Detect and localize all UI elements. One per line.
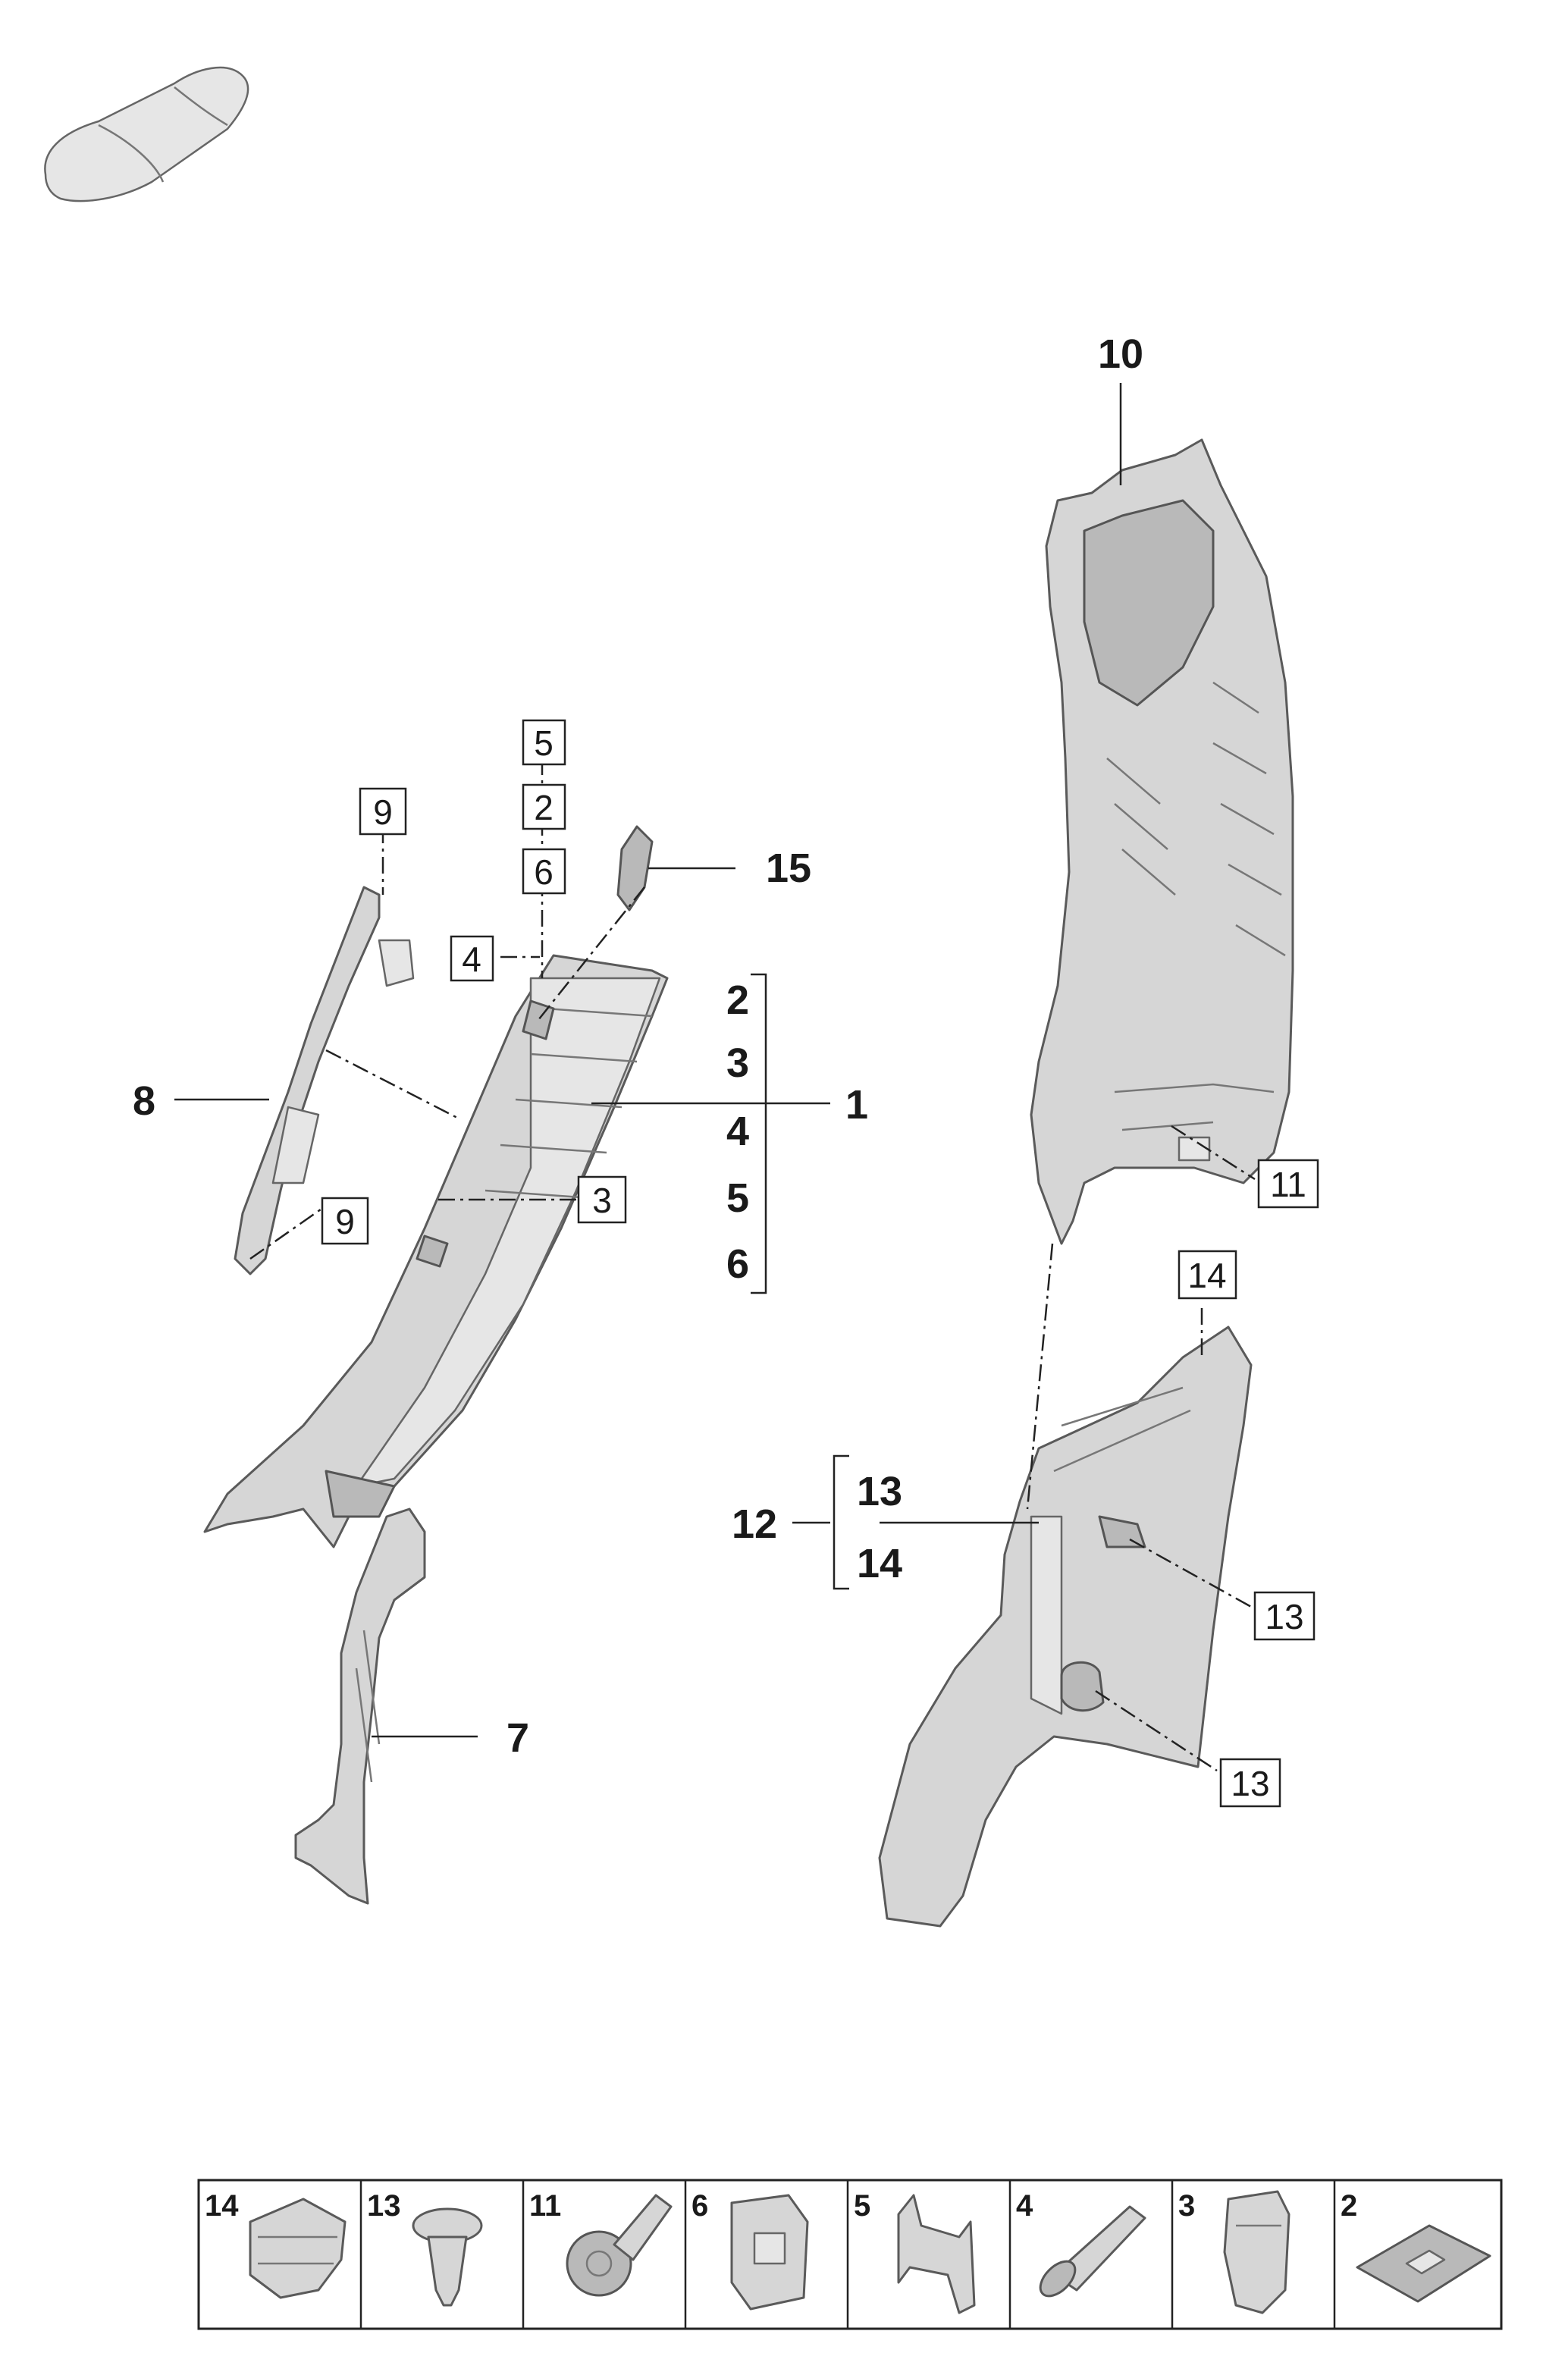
callout-10: 10 <box>1098 331 1143 377</box>
parts-legend: 14 13 11 6 5 4 3 <box>197 2179 1503 2330</box>
boxed-ref-6: 6 <box>522 848 566 895</box>
group-12-item: 13 <box>857 1469 902 1514</box>
svg-text:5: 5 <box>534 723 554 763</box>
boxed-ref-5: 5 <box>522 719 566 766</box>
group-1-item: 6 <box>726 1241 749 1287</box>
legend-cell-14: 14 <box>205 2189 347 2299</box>
leader-lines <box>174 383 1122 1738</box>
boxed-ref-4: 4 <box>450 935 494 982</box>
svg-text:11: 11 <box>529 2189 561 2223</box>
callout-7: 7 <box>506 1715 529 1761</box>
car-silhouette-icon <box>44 66 249 202</box>
legend-cell-4: 4 <box>1016 2189 1146 2298</box>
svg-text:6: 6 <box>534 852 554 892</box>
part-10-pillar-trim-upper <box>1030 438 1294 1245</box>
callout-1: 1 <box>845 1082 868 1128</box>
boxed-ref-14: 14 <box>1178 1250 1237 1300</box>
part-12-pillar-trim-lower <box>878 1326 1253 1928</box>
svg-text:2: 2 <box>1341 2189 1357 2223</box>
boxed-ref-13: 13 <box>1253 1591 1316 1641</box>
dashdot-lines <box>249 758 1256 1772</box>
boxed-ref-11: 11 <box>1257 1159 1319 1209</box>
svg-text:4: 4 <box>462 940 481 979</box>
svg-text:3: 3 <box>592 1181 612 1220</box>
group-12-item: 14 <box>857 1541 902 1586</box>
part-1-pillar-trim <box>203 954 669 1548</box>
boxed-ref-9: 9 <box>321 1197 369 1245</box>
legend-cell-3: 3 <box>1178 2189 1290 2314</box>
part-8-strip <box>234 886 415 1275</box>
group-1-item: 5 <box>726 1175 749 1221</box>
svg-text:11: 11 <box>1270 1165 1306 1204</box>
part-7-bracket <box>294 1508 426 1905</box>
group-1-item: 4 <box>726 1109 749 1154</box>
callout-12: 12 <box>732 1501 777 1547</box>
boxed-ref-3: 3 <box>577 1175 627 1224</box>
legend-cell-5: 5 <box>854 2189 976 2314</box>
svg-text:14: 14 <box>205 2189 239 2223</box>
svg-text:5: 5 <box>854 2189 870 2223</box>
legend-cell-13: 13 <box>367 2189 483 2307</box>
svg-text:6: 6 <box>691 2189 708 2223</box>
legend-cell-11: 11 <box>529 2189 673 2297</box>
svg-text:3: 3 <box>1178 2189 1195 2223</box>
boxed-ref-13: 13 <box>1219 1758 1281 1808</box>
legend-cell-2: 2 <box>1341 2189 1491 2303</box>
svg-text:14: 14 <box>1187 1256 1226 1295</box>
callouts: 10 15 1 8 7 12 2 3 4 5 6 13 14 <box>133 331 1143 1761</box>
boxed-ref-9: 9 <box>359 787 407 836</box>
part-15-clip <box>616 825 654 911</box>
svg-text:13: 13 <box>1265 1597 1303 1636</box>
svg-text:13: 13 <box>1231 1764 1269 1803</box>
boxed-ref-2: 2 <box>522 783 566 830</box>
svg-text:4: 4 <box>1016 2189 1033 2223</box>
callout-8: 8 <box>133 1078 155 1124</box>
legend-cell-6: 6 <box>691 2189 809 2311</box>
group-1-item: 3 <box>726 1040 749 1086</box>
callout-15: 15 <box>766 846 811 891</box>
svg-text:13: 13 <box>367 2189 401 2223</box>
svg-text:9: 9 <box>335 1202 355 1241</box>
group-1-item: 2 <box>726 977 749 1023</box>
svg-text:2: 2 <box>534 788 554 827</box>
boxed-refs: 5 2 6 4 9 9 3 11 14 13 13 <box>321 719 1319 1808</box>
svg-text:9: 9 <box>373 792 393 832</box>
